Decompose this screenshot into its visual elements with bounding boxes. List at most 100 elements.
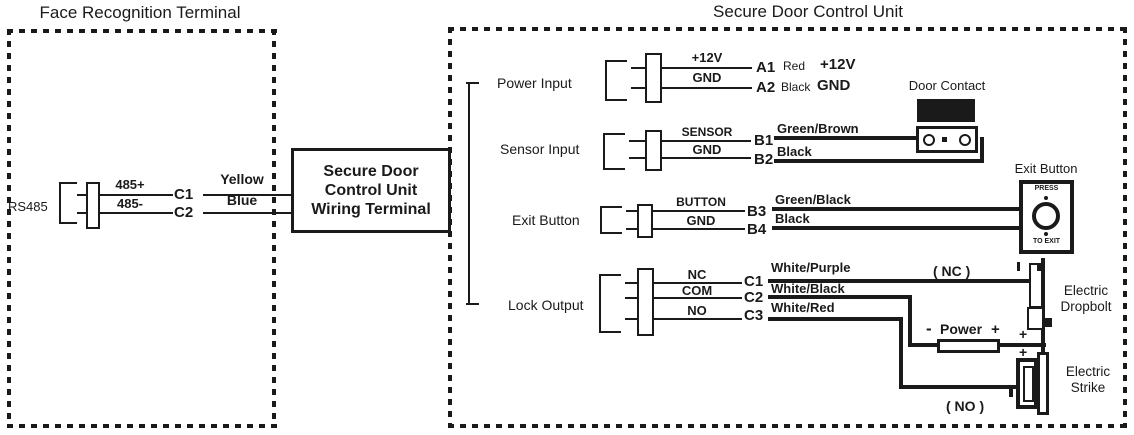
power-wire-12v (662, 67, 752, 69)
pin-button-label: BUTTON (676, 195, 726, 209)
pin-sensor-label: SENSOR (681, 125, 733, 139)
wire-color-white-purple: White/Purple (771, 260, 851, 275)
dropbolt-bus-line (1041, 258, 1045, 355)
wire-485minus (100, 212, 173, 214)
wire-color-red: Red (783, 59, 806, 73)
terminal-a2: A2 (756, 79, 776, 96)
rs485-bracket-arm-top (59, 182, 77, 184)
terminal-b4: B4 (747, 221, 767, 238)
exit-button-circle (1032, 202, 1060, 230)
lock-wire-thin-2 (654, 297, 742, 299)
strike-label: Electric Strike (1048, 364, 1128, 395)
exit-bracket-arm-top (600, 206, 622, 208)
terminal-b3: B3 (747, 203, 767, 220)
wire-white-purple (768, 279, 1031, 283)
dropbolt-label-line2: Dropbolt (1060, 298, 1112, 314)
terminal-c2: C2 (744, 289, 764, 306)
sensor-wire-thin-1 (662, 140, 751, 142)
lock-stub-1 (625, 282, 637, 284)
sensor-bracket-arm-bottom (603, 168, 625, 170)
dropbolt-top-terminal (1037, 264, 1044, 271)
wire-green-brown (774, 136, 922, 140)
dropbolt-left-stub (1017, 262, 1020, 271)
group-bracket (468, 82, 470, 305)
wiring-terminal-box: Secure Door Control Unit Wiring Terminal (291, 148, 451, 233)
terminal-c3: C3 (744, 307, 764, 324)
exit-button-press-text: PRESS (1034, 185, 1059, 192)
sensor-stub-1 (629, 140, 645, 142)
wire-white-black-h2 (908, 343, 940, 347)
dropbolt-body-lower (1027, 307, 1044, 330)
junction-plus-top: + (1019, 326, 1028, 342)
strike-left-stub (1009, 389, 1013, 397)
rs485-bracket-arm-bottom (59, 222, 77, 224)
power-supply-out-wire (1000, 343, 1046, 347)
exit-wire-thin-1 (653, 210, 745, 212)
face-box-border-left (7, 29, 11, 428)
rs485-label: RS485 (8, 199, 48, 214)
power-wire-gnd (662, 87, 752, 89)
wire-color-yellow: Yellow (220, 171, 264, 187)
unit-box-border-bottom (448, 424, 1127, 428)
lock-bracket (599, 274, 601, 333)
lock-bracket-arm-bottom (599, 331, 621, 333)
pin-nc-label: NC (687, 267, 707, 282)
wire-color-blue: Blue (226, 192, 258, 208)
power-minus-sign: - (926, 319, 932, 338)
wire-color-white-red: White/Red (771, 300, 835, 315)
wiring-terminal-box-line1: Secure Door (323, 163, 419, 180)
exit-bracket (600, 206, 602, 234)
wire-color-black-sensor: Black (777, 144, 812, 159)
exit-button-device (1019, 180, 1074, 254)
power-bracket-arm-bottom (605, 99, 627, 101)
signal-gnd: GND (817, 77, 851, 94)
wire-color-black-power: Black (781, 80, 811, 94)
wire-green-black (772, 207, 1020, 211)
power-bracket (605, 60, 607, 101)
section-exit-button: Exit Button (512, 212, 580, 228)
section-power-input: Power Input (497, 75, 572, 91)
pin-gnd-exit-label: GND (686, 213, 716, 228)
wire-white-black-h (768, 295, 912, 299)
exit-terminal-block (637, 204, 653, 238)
power-terminal-block (645, 53, 662, 103)
face-box-border-top (7, 29, 277, 33)
pin-12v-label: +12V (691, 50, 723, 65)
dropbolt-label-line1: Electric (1063, 283, 1109, 298)
wire-color-green-brown: Green/Brown (777, 121, 859, 136)
dropbolt-label: Electric Dropbolt (1046, 283, 1126, 314)
dropbolt-side-nub (1043, 318, 1052, 327)
door-contact-label: Door Contact (908, 78, 986, 93)
wire-white-red-v (899, 317, 903, 389)
sensor-bracket-arm-top (603, 133, 625, 135)
sensor-bracket (603, 133, 605, 170)
unit-box-border-right (1123, 27, 1127, 428)
no-tag: ( NO ) (946, 398, 985, 414)
strike-label-line1: Electric (1065, 364, 1111, 379)
face-box-border-right (272, 29, 276, 428)
wire-black-sensor-h (774, 159, 984, 163)
exit-button-dot-top (1044, 196, 1048, 200)
door-contact-terminal-left (923, 134, 935, 146)
pin-485plus-label: 485+ (115, 177, 145, 192)
exit-bracket-arm-bottom (600, 232, 622, 234)
door-contact-terminal-right (959, 134, 971, 146)
section-sensor-input: Sensor Input (500, 141, 580, 157)
door-contact-magnet (917, 99, 975, 122)
wire-485plus (100, 194, 173, 196)
terminal-b2: B2 (754, 151, 774, 168)
power-stub-1 (631, 67, 645, 69)
exit-stub-2 (626, 228, 637, 230)
control-unit-title: Secure Door Control Unit (713, 2, 903, 21)
exit-button-dot-bottom (1044, 232, 1048, 236)
junction-plus-bottom: + (1019, 344, 1028, 360)
terminal-c1: C1 (744, 273, 764, 290)
terminal-c1-left: C1 (174, 186, 194, 203)
sensor-terminal-block (645, 130, 662, 171)
section-lock-output: Lock Output (508, 297, 584, 313)
signal-12v: +12V (820, 56, 856, 73)
wire-white-red-h (768, 317, 903, 321)
wire-c1-yellow (203, 194, 293, 196)
strike-inner (1023, 366, 1034, 402)
power-plus-sign: + (991, 321, 1000, 338)
